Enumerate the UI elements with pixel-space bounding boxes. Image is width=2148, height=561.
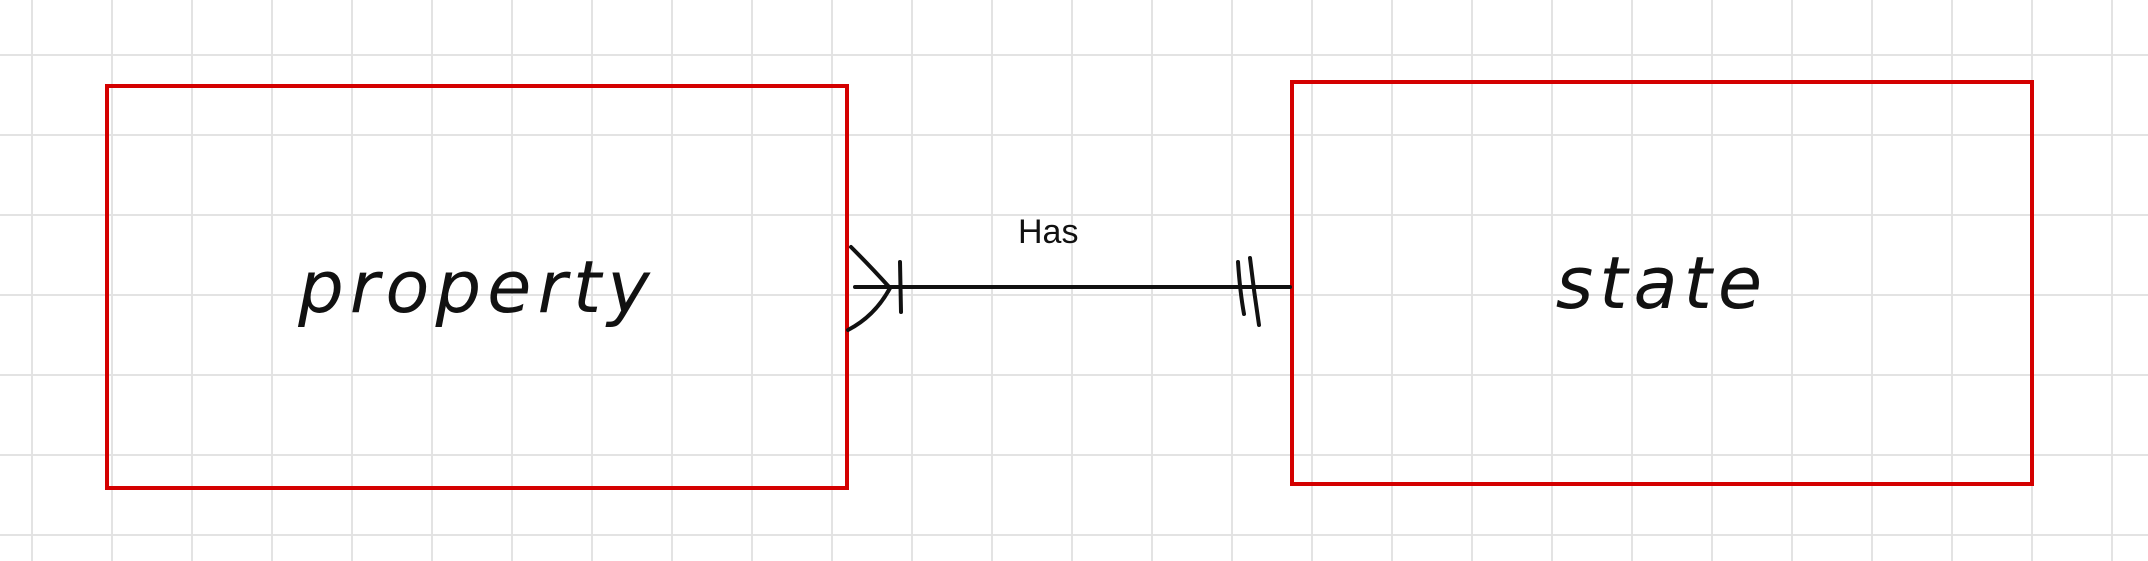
entity-state-label: state [1555,241,1769,325]
entity-property[interactable]: property [105,84,849,490]
crows-foot-many-marker [846,245,903,332]
relationship-label: Has [1018,213,1079,251]
one-only-marker [1236,256,1261,327]
entity-property-label: property [298,245,656,329]
entity-state[interactable]: state [1290,80,2034,486]
